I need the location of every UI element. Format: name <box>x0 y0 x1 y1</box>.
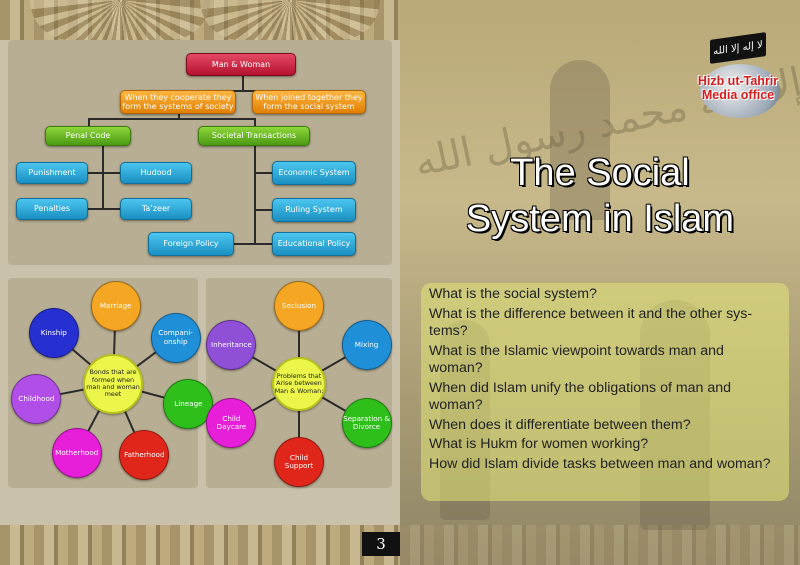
flag-icon: لا إله إلا الله <box>710 32 766 64</box>
hizb-ut-tahrir-logo: لا إله إلا الله Hizb ut-Tahrir Media off… <box>690 30 786 118</box>
logo-text: Hizb ut-Tahrir Media office <box>690 74 786 102</box>
node-foreign-policy: Foreign Policy <box>148 232 234 256</box>
node-economic-system: Economic System <box>272 161 356 185</box>
node-cooperate: When they cooperate they form the system… <box>120 90 236 114</box>
diagram-item: Child Support <box>274 437 324 487</box>
node-penal-code: Penal Code <box>45 126 131 146</box>
page-title: The Social System in Islam <box>400 150 800 242</box>
node-punishment: Punishment <box>16 162 88 184</box>
logo-line2: Media office <box>690 88 786 102</box>
question-item: What is the Islamic viewpoint towards ma… <box>429 343 781 378</box>
question-item: When did Islam unify the obligations of … <box>429 380 781 415</box>
connector <box>254 209 272 211</box>
node-educational-policy: Educational Policy <box>272 232 356 256</box>
connector <box>88 118 256 120</box>
diagram-item: Seclusion <box>274 281 324 331</box>
question-item: What is the difference between it and th… <box>429 306 781 341</box>
node-ruling-system: Ruling System <box>272 198 356 222</box>
diagram-item: Childhood <box>11 374 61 424</box>
node-man-woman: Man & Woman <box>186 53 296 76</box>
node-societal-transactions: Societal Transactions <box>198 126 310 146</box>
diagram-item: Marriage <box>91 281 141 331</box>
connector <box>102 146 104 210</box>
page-number: 3 <box>362 532 400 556</box>
node-joined: When joined together they form the socia… <box>252 90 366 114</box>
left-page: Man & Woman When they cooperate they for… <box>0 0 400 565</box>
connector <box>86 208 122 210</box>
diagram-item: Motherhood <box>52 428 102 478</box>
diagram-center: Bonds that are formed when man and woman… <box>83 354 143 414</box>
title-line2: System in Islam <box>400 196 800 242</box>
connector <box>254 172 272 174</box>
connector <box>232 243 272 245</box>
bottom-ornament-band <box>0 525 400 565</box>
node-tazeer: Ta’zeer <box>120 198 192 220</box>
node-penalties: Penalties <box>16 198 88 220</box>
connector <box>254 146 256 244</box>
question-item: What is Hukm for women working? <box>429 436 781 454</box>
node-hudood: Hudood <box>120 162 192 184</box>
bottom-ornament-band <box>400 525 800 565</box>
questions-box: What is the social system? What is the d… <box>421 283 789 501</box>
diagram-item: Kinship <box>29 308 79 358</box>
connector <box>86 172 122 174</box>
diagram-item: Mixing <box>342 320 392 370</box>
fan-ornament <box>30 0 210 40</box>
fan-ornament <box>200 0 380 40</box>
diagram-item: Compani- onship <box>151 313 201 363</box>
title-line1: The Social <box>400 150 800 196</box>
logo-line1: Hizb ut-Tahrir <box>690 74 786 88</box>
diagram-item: Separation & Divorce <box>342 398 392 448</box>
diagram-center: Problems that Arise between Man & Woman: <box>272 357 326 411</box>
question-item: How did Islam divide tasks between man a… <box>429 456 781 474</box>
question-item: What is the social system? <box>429 286 781 304</box>
question-item: When does it differentiate between them? <box>429 417 781 435</box>
